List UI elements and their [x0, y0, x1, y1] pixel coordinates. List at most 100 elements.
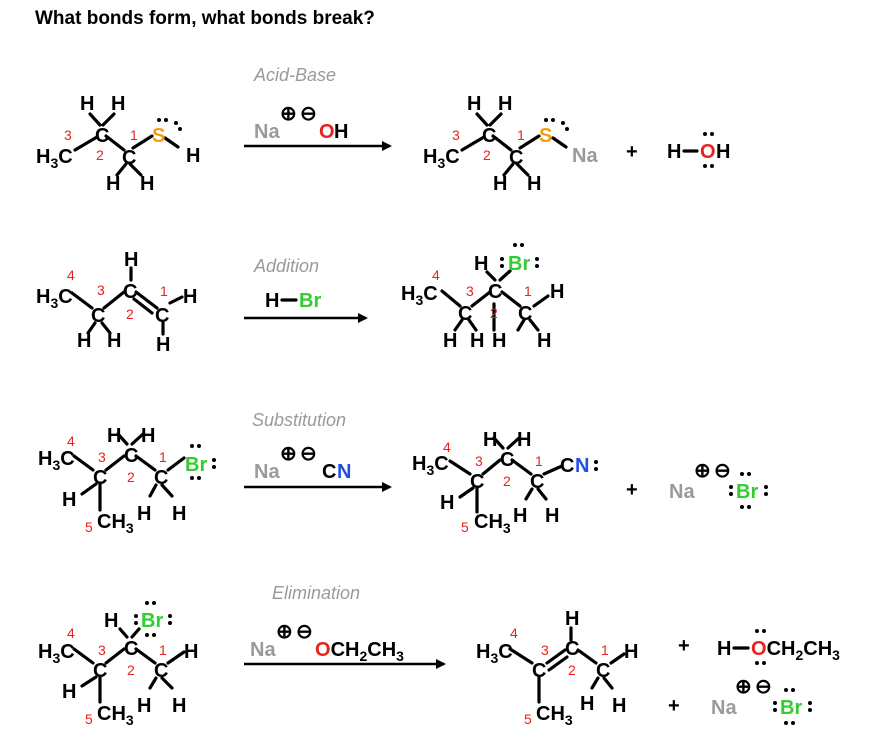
carbon-number: 3	[466, 283, 474, 299]
hydrogen: H	[77, 330, 91, 352]
bromine-label: Br	[508, 253, 530, 275]
carbon-1: C	[154, 660, 168, 682]
ch3-label: H3C	[401, 283, 438, 308]
plus-charge-icon: ⊕	[280, 443, 297, 465]
sodium-label: Na	[250, 639, 276, 661]
reaction-label: Addition	[253, 256, 319, 276]
reaction-addition: H3C C C C H H H H H 4 3 2 1 Addition H B…	[36, 243, 564, 356]
reactant-butene: H3C C C C H H H H H 4 3 2 1	[36, 249, 197, 356]
plus-sign: +	[668, 695, 680, 717]
hydrogen: H	[62, 681, 76, 703]
carbon-2: C	[482, 125, 496, 147]
nitrogen-label: N	[575, 455, 589, 477]
hydrogen: H	[513, 505, 527, 527]
nitrogen-label: N	[337, 461, 351, 483]
product-methylbutene: H3C C C C H H H H CH3 4 3 2 1 5	[476, 608, 638, 728]
hydrogen: H	[137, 503, 151, 525]
ch3-label: H3C	[38, 448, 75, 473]
carbon-1: C	[530, 471, 544, 493]
carbon-number: 2	[568, 662, 576, 678]
reaction-label: Substitution	[252, 410, 346, 430]
hydrogen: H	[107, 330, 121, 352]
hydrogen: H	[440, 492, 454, 514]
product-sodium-bromide: Na ⊕ ⊖ Br	[669, 460, 768, 509]
hydrogen: H	[334, 121, 348, 143]
reaction-acid-base: H3C C C S H H H H H 3 2 1 Acid-Base Na ⊕…	[36, 65, 730, 195]
hydrogen: H	[624, 641, 638, 663]
carbon-1: C	[122, 147, 136, 169]
carbon-number: 2	[127, 662, 135, 678]
hydrogen: H	[667, 141, 681, 163]
reactant-bromo-methylbutane: H3C C C C Br H H H H H CH3 4 3 2 1 5	[38, 425, 216, 536]
page-title: What bonds form, what bonds break?	[35, 8, 375, 29]
carbon-number: 3	[98, 449, 106, 465]
minus-charge-icon: ⊖	[296, 621, 313, 643]
carbon-number: 2	[126, 306, 134, 322]
ch3-label: H3C	[36, 286, 73, 311]
product-sodium-thiolate: H3C C C S Na H H H H 3 2 1	[423, 93, 598, 195]
carbon-2: C	[565, 638, 579, 660]
carbon-number: 1	[517, 127, 525, 143]
carbon-label: C	[322, 461, 336, 483]
carbon-number: 3	[452, 127, 460, 143]
carbon-number: 2	[490, 305, 498, 321]
hydrogen: H	[111, 93, 125, 115]
carbon-2: C	[124, 638, 138, 660]
minus-charge-icon: ⊖	[300, 443, 317, 465]
hydrogen: H	[565, 608, 579, 630]
hydrogen: H	[517, 429, 531, 451]
carbon-number: 2	[96, 147, 104, 163]
sulfur-atom: S	[539, 125, 552, 147]
thiol-hydrogen: H	[186, 145, 200, 167]
carbon-number: 4	[67, 267, 75, 283]
plus-sign: +	[626, 479, 638, 501]
carbon-3: C	[470, 471, 484, 493]
ethoxide-label: OCH2CH3	[315, 639, 404, 664]
ch3-label: H3C	[38, 641, 75, 666]
carbon-number: 1	[601, 642, 609, 658]
bromine-label: Br	[141, 610, 163, 632]
hydrogen: H	[80, 93, 94, 115]
carbon-number: 4	[443, 439, 451, 455]
carbon-1: C	[509, 147, 523, 169]
carbon-3: C	[458, 303, 472, 325]
hydrogen: H	[545, 505, 559, 527]
carbon-2: C	[124, 445, 138, 467]
reaction-label: Elimination	[272, 583, 360, 603]
carbon-2: C	[488, 281, 502, 303]
reagent-hbr: H Br	[265, 290, 321, 312]
product-ethanol: H OCH2CH3	[717, 629, 840, 665]
hydrogen: H	[537, 330, 551, 352]
hydrogen: H	[265, 290, 279, 312]
ethanol-label: OCH2CH3	[751, 638, 840, 663]
hydrogen: H	[104, 610, 118, 632]
hydrogen: H	[467, 93, 481, 115]
reaction-substitution: H3C C C C Br H H H H H CH3 4 3 2 1 5 Sub…	[38, 410, 768, 536]
carbon-1: C	[596, 660, 610, 682]
ch3-label: H3C	[412, 453, 449, 478]
hydrogen: H	[483, 429, 497, 451]
oxygen-label: O	[319, 121, 335, 143]
carbon-label: C	[560, 455, 574, 477]
reaction-elimination: H3C C C C H Br H H H H CH3 4 3 2 1 5 Eli…	[38, 583, 840, 728]
plus-charge-icon: ⊕	[280, 103, 297, 125]
hydrogen: H	[550, 281, 564, 303]
carbon-number: 2	[127, 469, 135, 485]
carbon-3: C	[93, 467, 107, 489]
hydrogen: H	[137, 695, 151, 717]
hydrogen: H	[107, 425, 121, 447]
plus-charge-icon: ⊕	[694, 460, 711, 482]
sodium-label: Na	[254, 121, 280, 143]
sodium-label: Na	[711, 697, 737, 719]
bromine-label: Br	[299, 290, 321, 312]
sodium-label: Na	[669, 481, 695, 503]
minus-charge-icon: ⊖	[714, 460, 731, 482]
carbon-1: C	[155, 305, 169, 327]
carbon-number: 4	[432, 267, 440, 283]
hydrogen: H	[156, 334, 170, 356]
hydrogen: H	[106, 173, 120, 195]
hydrogen: H	[527, 173, 541, 195]
hydrogen: H	[716, 141, 730, 163]
carbon-number: 4	[67, 433, 75, 449]
